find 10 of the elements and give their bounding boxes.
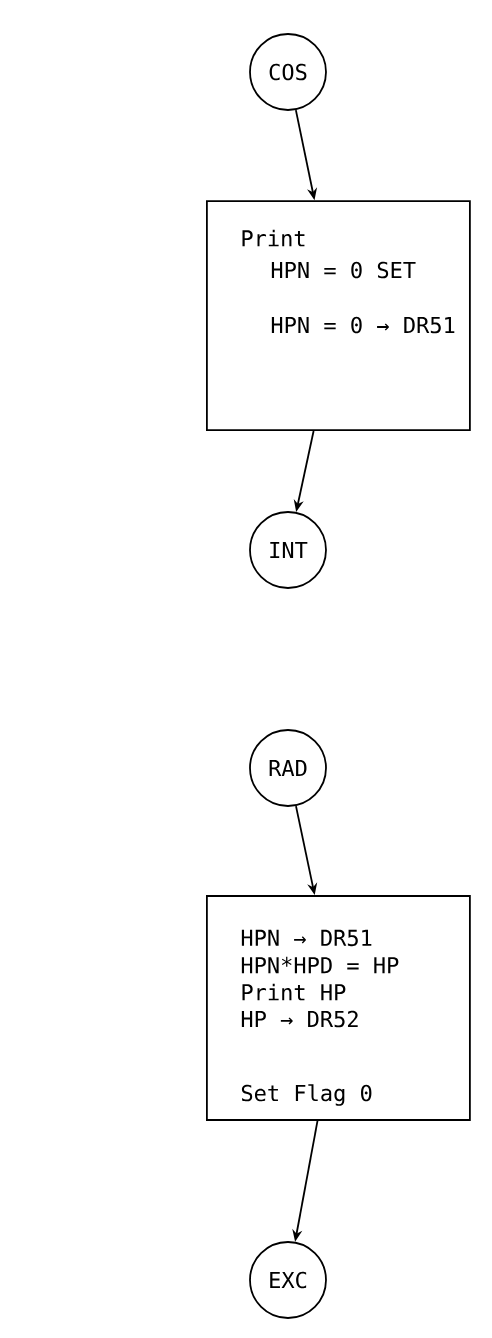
code-line: HPN → DR51 [241, 929, 372, 947]
code-line: Set Flag 0 [241, 1084, 372, 1106]
process-box [206, 895, 471, 1121]
code-line: HP → DR52 [241, 1010, 358, 1028]
code-line: Print [242, 229, 305, 247]
code-line: HPN = 0 → DR51 [271, 316, 455, 334]
process-box [206, 200, 471, 431]
code-line: HPN = 0 SET [271, 261, 416, 279]
code-line: Print HP [242, 983, 346, 1001]
code-line: HPN*HPD = HP [241, 956, 399, 974]
